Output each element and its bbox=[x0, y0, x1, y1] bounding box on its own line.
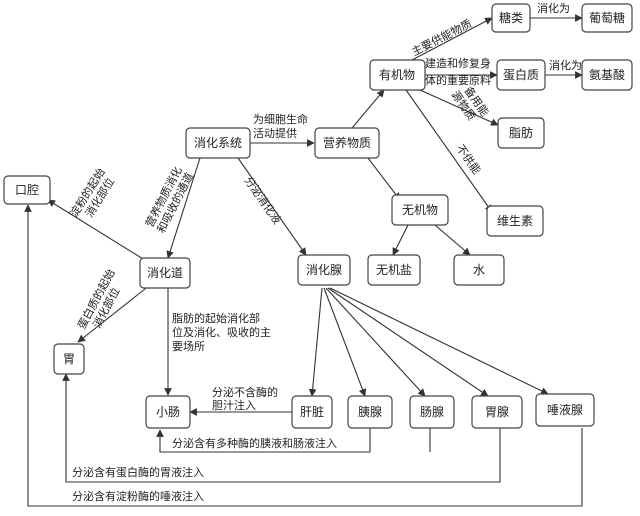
node-glands-label: 消化腺 bbox=[306, 263, 342, 277]
label-bile-l2: 胆汁注入 bbox=[212, 398, 256, 412]
node-small-intestine-label: 小肠 bbox=[156, 405, 180, 419]
node-sugars-label: 糖类 bbox=[499, 10, 523, 25]
edge-glands-intestinal bbox=[325, 287, 426, 397]
node-pancreas-label: 胰腺 bbox=[358, 405, 382, 419]
edge-system-glands bbox=[237, 157, 307, 256]
label-protein-start: 蛋白质的起始 消化部位 bbox=[74, 263, 130, 337]
node-glands: 消化腺 bbox=[297, 254, 351, 286]
edge-organic-sugars bbox=[411, 17, 493, 61]
edge-nutrients-organic bbox=[351, 89, 385, 129]
label-secrete-juice: 分泌消化液 bbox=[242, 174, 285, 227]
node-liver-label: 肝脏 bbox=[300, 404, 324, 419]
label-fat-start-l3: 要场所 bbox=[172, 339, 205, 353]
label-build-repair-l1: 建造和修复身 bbox=[425, 56, 491, 70]
label-no-energy: 不供能 bbox=[454, 142, 484, 177]
node-fat-label: 脂肪 bbox=[509, 125, 533, 140]
node-intestinal-gland: 肠腺 bbox=[409, 395, 455, 429]
node-digestive-system: 消化系统 bbox=[185, 127, 251, 159]
node-liver: 肝脏 bbox=[291, 395, 333, 429]
label-build-repair: 建造和修复身 体的重要原料 bbox=[425, 56, 495, 87]
label-starch-start: 淀粉的起始 消化部位 bbox=[67, 163, 121, 227]
node-gastric-gland-label: 胃腺 bbox=[485, 405, 509, 419]
label-gastric: 分泌含有蛋白酶的胃液注入 bbox=[72, 465, 204, 479]
label-provide-energy-l1: 为细胞生命 bbox=[253, 112, 308, 126]
node-pancreas: 胰腺 bbox=[347, 395, 393, 429]
edge-nutrients-inorganic bbox=[367, 157, 401, 201]
node-amino-acid: 氨基酸 bbox=[581, 59, 633, 91]
node-gastric-gland: 胃腺 bbox=[471, 395, 523, 429]
node-water: 水 bbox=[453, 254, 505, 286]
node-fat: 脂肪 bbox=[497, 117, 545, 149]
node-nutrients-label: 营养物质 bbox=[323, 135, 371, 150]
label-bile: 分泌不含酶的 胆汁注入 bbox=[212, 385, 282, 412]
node-mouth: 口腔 bbox=[3, 175, 51, 205]
label-digest-to-2: 消化为 bbox=[549, 58, 582, 72]
edge-glands-liver bbox=[308, 287, 323, 397]
node-salt: 无机盐 bbox=[367, 254, 421, 286]
label-provide-energy: 为细胞生命 活动提供 bbox=[253, 112, 312, 140]
label-provide-energy-l2: 活动提供 bbox=[253, 126, 297, 140]
label-build-repair-l2: 体的重要原料 bbox=[425, 73, 491, 87]
node-small-intestine: 小肠 bbox=[145, 395, 191, 429]
label-reserve-energy: 备用能 源物质 bbox=[449, 80, 494, 129]
node-organic-label: 有机物 bbox=[379, 68, 415, 82]
node-inorganic: 无机物 bbox=[391, 194, 449, 226]
edge-organic-fat bbox=[419, 89, 499, 126]
node-protein: 蛋白质 bbox=[496, 59, 546, 91]
node-stomach-label: 胃 bbox=[63, 352, 75, 366]
node-vitamin: 维生素 bbox=[486, 205, 544, 237]
node-digestive-system-label: 消化系统 bbox=[194, 136, 242, 150]
node-tract-label: 消化道 bbox=[147, 266, 183, 280]
node-organic: 有机物 bbox=[369, 59, 426, 91]
label-fat-start-l2: 位及消化、吸收的主 bbox=[172, 325, 271, 339]
edge-salivary-mouth bbox=[24, 204, 583, 507]
node-intestinal-gland-label: 肠腺 bbox=[420, 405, 444, 419]
node-vitamin-label: 维生素 bbox=[497, 214, 533, 228]
edge-gastric-stomach bbox=[62, 373, 501, 483]
edges bbox=[24, 14, 583, 507]
node-water-label: 水 bbox=[473, 263, 485, 277]
node-sugars: 糖类 bbox=[491, 3, 531, 33]
label-passage: 营养物质消化 和吸收的通道 bbox=[142, 161, 198, 235]
label-pancreatic: 分泌含有多种酶的胰液和肠液注入 bbox=[172, 436, 337, 450]
node-salivary-gland: 唾液腺 bbox=[535, 393, 595, 427]
label-saliva: 分泌含有淀粉酶的唾液注入 bbox=[72, 489, 204, 503]
edge-system-tract bbox=[166, 157, 201, 259]
edge-tract-mouth bbox=[47, 199, 149, 263]
node-glucose: 葡萄糖 bbox=[581, 3, 633, 33]
label-digest-to-1: 消化为 bbox=[537, 1, 570, 15]
edge-tract-stomach bbox=[77, 284, 151, 343]
edge-inorganic-water bbox=[434, 224, 471, 256]
label-fat-start-l1: 脂肪的起始消化部 bbox=[172, 311, 260, 325]
node-salivary-gland-label: 唾液腺 bbox=[547, 402, 583, 417]
edge-glands-salivary bbox=[329, 287, 549, 395]
label-bile-l1: 分泌不含酶的 bbox=[212, 385, 278, 399]
edge-organic-vitamin bbox=[405, 89, 493, 213]
label-fat-start: 脂肪的起始消化部 位及消化、吸收的主 要场所 bbox=[172, 311, 275, 353]
edge-glands-pancreas bbox=[323, 287, 367, 397]
edge-pancreas-intestine bbox=[156, 428, 371, 453]
node-stomach: 胃 bbox=[53, 343, 85, 375]
label-main-energy: 主要供能物质 bbox=[409, 16, 474, 58]
node-glucose-label: 葡萄糖 bbox=[589, 10, 625, 25]
edge-glands-gastric bbox=[327, 287, 489, 397]
node-inorganic-label: 无机物 bbox=[402, 203, 438, 217]
edge-inorganic-salt bbox=[392, 224, 409, 256]
node-tract: 消化道 bbox=[139, 257, 191, 289]
node-nutrients: 营养物质 bbox=[314, 127, 380, 159]
node-amino-acid-label: 氨基酸 bbox=[589, 67, 625, 82]
node-mouth-label: 口腔 bbox=[15, 182, 39, 197]
node-protein-label: 蛋白质 bbox=[503, 67, 539, 82]
node-salt-label: 无机盐 bbox=[376, 263, 412, 277]
